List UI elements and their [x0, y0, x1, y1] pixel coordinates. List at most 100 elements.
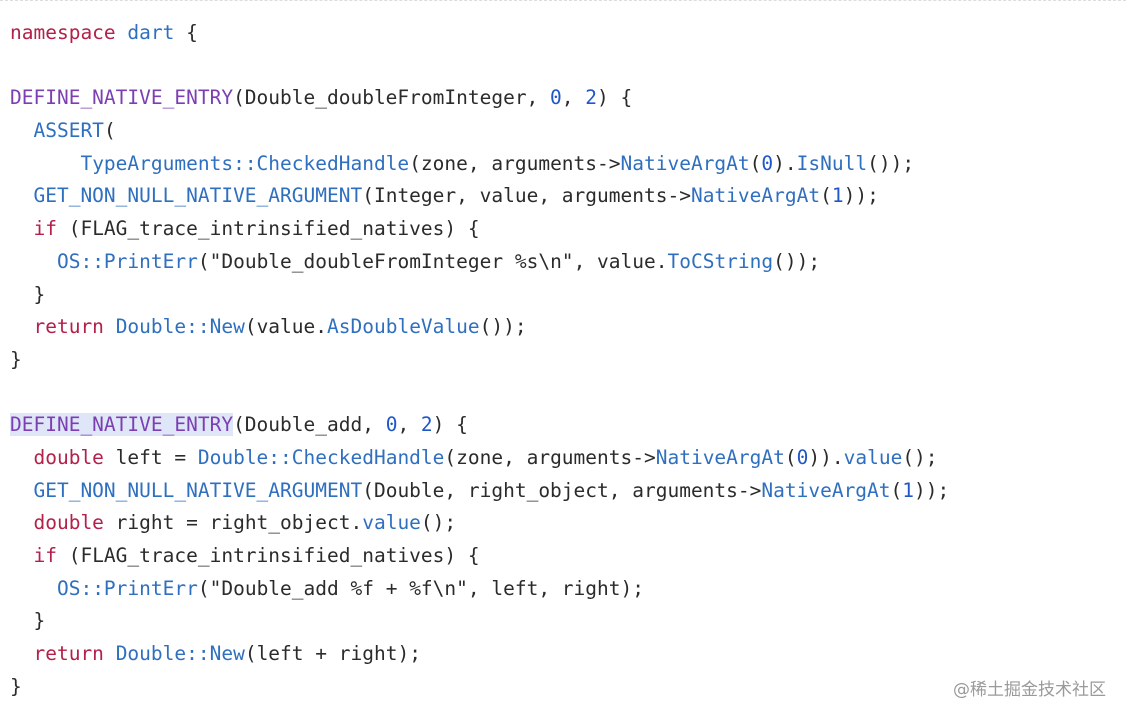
code-token: ToCString: [667, 249, 774, 273]
code-token: left =: [103, 445, 198, 469]
code-token: (zone, arguments->: [409, 151, 621, 175]
code-token: namespace: [10, 21, 116, 44]
code-token: IsNull: [796, 151, 868, 175]
code-token: [10, 544, 33, 567]
code-token: dart: [127, 21, 175, 44]
code-line: if (FLAG_trace_intrinsified_natives) {: [10, 540, 1110, 573]
code-token: (Integer, value, arguments->: [362, 184, 691, 208]
top-dashed-border: [0, 0, 1126, 2]
code-token: (Double, right_object, arguments->: [362, 478, 762, 502]
code-token: {: [174, 21, 198, 44]
code-token: [10, 642, 33, 665]
code-token: }: [10, 282, 46, 306]
code-line: ​: [10, 50, 1110, 83]
code-line: GET_NON_NULL_NATIVE_ARGUMENT(Integer, va…: [10, 180, 1110, 213]
code-token: AsDoubleValue: [327, 315, 480, 339]
code-token: ();: [420, 511, 457, 535]
code-token: Double::New: [115, 315, 245, 339]
code-token: return: [33, 642, 104, 666]
code-line: ASSERT(: [10, 115, 1110, 148]
code-token: ,: [397, 413, 421, 437]
code-token: OS::PrintErr: [56, 576, 198, 600]
code-line: GET_NON_NULL_NATIVE_ARGUMENT(Double, rig…: [10, 475, 1110, 508]
code-token: [10, 315, 33, 338]
code-token: DEFINE_NATIVE_ENTRY: [10, 413, 234, 437]
code-token: }: [10, 347, 22, 371]
code-line: OS::PrintErr("Double_add %f + %f\n", lef…: [10, 573, 1110, 606]
code-line: DEFINE_NATIVE_ENTRY(Double_add, 0, 2) {: [10, 409, 1110, 442]
code-token: (: [890, 478, 903, 502]
code-token: , value.: [573, 249, 668, 273]
code-token: )).: [808, 445, 844, 469]
code-token: (Double_add,: [233, 413, 386, 437]
code-token: (: [197, 249, 210, 273]
code-token: 2: [585, 86, 598, 110]
code-line: return Double::New(value.AsDoubleValue()…: [10, 311, 1110, 344]
code-token: (Double_doubleFromInteger,: [233, 86, 551, 110]
code-token: OS::PrintErr: [56, 249, 198, 273]
code-token: [10, 511, 33, 534]
code-token: NativeArgAt: [655, 445, 785, 469]
code-line: }: [10, 671, 1110, 704]
code-token: value: [362, 511, 421, 535]
code-token: Double::CheckedHandle: [197, 445, 445, 469]
code-token: NativeArgAt: [620, 151, 750, 175]
code-token: [104, 642, 116, 665]
code-token: return: [33, 315, 104, 339]
code-line: OS::PrintErr("Double_doubleFromInteger %…: [10, 246, 1110, 279]
code-token: NativeArgAt: [690, 184, 821, 208]
code-token: 1: [902, 478, 915, 502]
code-token: ));: [914, 478, 950, 502]
code-line: double left = Double::CheckedHandle(zone…: [10, 442, 1110, 475]
code-token: Double::New: [115, 642, 245, 666]
code-token: [10, 250, 57, 273]
code-token: ASSERT: [33, 119, 104, 143]
code-line: TypeArguments::CheckedHandle(zone, argum…: [10, 148, 1110, 181]
code-token: [10, 184, 33, 207]
code-line: return Double::New(left + right);: [10, 638, 1110, 671]
code-token: ).: [773, 151, 797, 175]
code-line: }: [10, 279, 1110, 312]
code-token: [10, 446, 33, 469]
code-token: (: [197, 576, 210, 600]
code-line: namespace dart {: [10, 17, 1110, 50]
code-token: double: [33, 511, 104, 535]
code-token: (: [749, 151, 762, 175]
code-token: [10, 577, 57, 600]
code-token: 0: [550, 86, 562, 110]
code-token: [10, 119, 33, 142]
code-token: 0: [761, 151, 774, 175]
code-token: (: [103, 119, 116, 143]
code-token: [104, 315, 116, 338]
code-token: right = right_object.: [103, 511, 363, 535]
code-line: if (FLAG_trace_intrinsified_natives) {: [10, 213, 1110, 246]
watermark: @稀土掘金技术社区: [953, 680, 1106, 700]
code-token: , left, right);: [467, 576, 644, 600]
code-token: ) {: [597, 86, 633, 110]
code-token: ();: [902, 445, 938, 469]
code-token: "Double_doubleFromInteger %s\n": [209, 249, 574, 273]
code-token: (value.: [244, 315, 328, 339]
code-token: ());: [867, 151, 915, 175]
code-token: ));: [843, 184, 879, 208]
code-token: if: [33, 217, 57, 241]
code-token: NativeArgAt: [761, 478, 891, 502]
code-line: DEFINE_NATIVE_ENTRY(Double_doubleFromInt…: [10, 82, 1110, 115]
code-block[interactable]: namespace dart {​DEFINE_NATIVE_ENTRY(Dou…: [10, 17, 1110, 703]
code-token: DEFINE_NATIVE_ENTRY: [10, 86, 234, 110]
code-token: ());: [479, 315, 527, 339]
code-token: value: [843, 445, 903, 469]
code-line: double right = right_object.value();: [10, 507, 1110, 540]
code-token: (FLAG_trace_intrinsified_natives) {: [56, 217, 480, 241]
code-token: }: [10, 674, 22, 698]
code-token: (zone, arguments->: [444, 445, 656, 469]
code-token: (: [784, 445, 797, 469]
code-token: ,: [561, 86, 586, 110]
code-token: if: [33, 544, 57, 567]
code-line: ​: [10, 377, 1110, 410]
code-token: double: [33, 445, 104, 469]
code-token: GET_NON_NULL_NATIVE_ARGUMENT: [33, 184, 363, 208]
code-token: GET_NON_NULL_NATIVE_ARGUMENT: [33, 478, 363, 502]
code-token: (FLAG_trace_intrinsified_natives) {: [56, 544, 480, 567]
code-token: }: [10, 609, 46, 633]
